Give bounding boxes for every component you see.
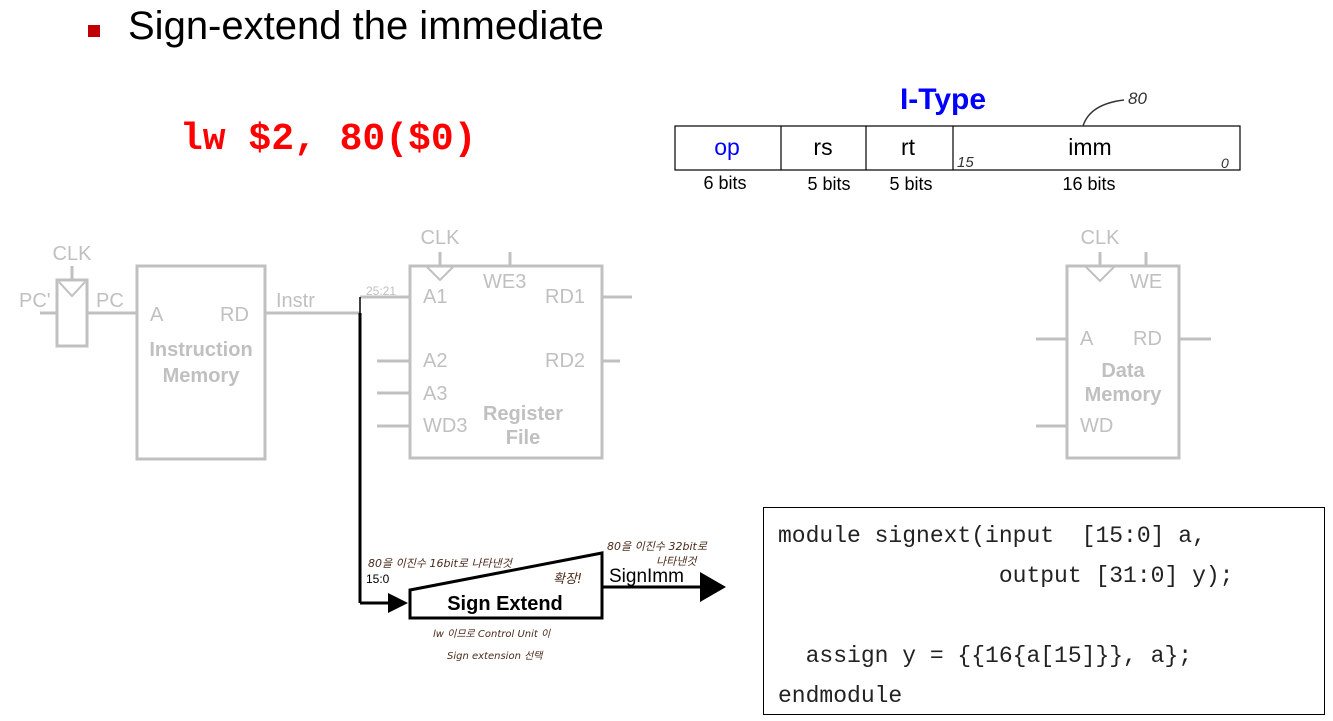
slide-heading: Sign-extend the immediate [128, 4, 604, 48]
note-below-2: Sign extension 선택 [447, 650, 544, 662]
note-input: 80을 이진수 16bit로 나타낸것 [368, 557, 514, 570]
rf-we3-label: WE3 [483, 271, 526, 293]
datapath-gray [40, 252, 1211, 461]
note-output-1: 80을 이진수 32bit로 [607, 540, 708, 553]
annotation-15: 15 [957, 154, 974, 171]
pc-in-label: PC' [19, 290, 51, 312]
bits-rs: 5 bits [807, 174, 850, 194]
rf-a2-label: A2 [423, 350, 447, 372]
imem-a-label: A [150, 304, 164, 326]
bits-imm: 16 bits [1062, 174, 1115, 194]
handwritten-notes: 80을 이진수 16bit로 나타낸것 확장! 80을 이진수 32bit로 나… [368, 540, 708, 662]
instr-label: Instr [276, 290, 315, 312]
imem-name-2: Memory [163, 365, 241, 387]
pc-out-label: PC [96, 290, 124, 312]
itype-title: I-Type [900, 83, 986, 116]
dm-a-label: A [1080, 328, 1094, 350]
rf-clk-label: CLK [421, 227, 461, 249]
field-rs: rs [813, 134, 832, 160]
annotation-arrow [1082, 99, 1125, 127]
field-imm: imm [1068, 134, 1111, 160]
pc-clk-label: CLK [53, 243, 93, 265]
datapath-labels: CLK PC' PC A RD Instruction Memory Instr… [19, 227, 1162, 449]
instruction-text: lw $2, 80($0) [180, 118, 477, 161]
note-output-2: 나타낸것 [656, 555, 698, 568]
itype-box [674, 125, 1241, 171]
sign-extend-path: Sign Extend 15:0 SignImm [358, 313, 726, 620]
sign-extend-label: Sign Extend [447, 593, 563, 615]
field-op: op [714, 134, 740, 160]
rf-name-2: File [506, 427, 540, 449]
rf-rd2-label: RD2 [545, 350, 585, 372]
verilog-code: module signext(input [15:0] a, output [3… [764, 508, 1324, 716]
bits-rt: 5 bits [889, 174, 932, 194]
code-line-2: output [31:0] y); [778, 563, 1234, 589]
code-line-5: endmodule [778, 683, 903, 709]
rf-rd1-label: RD1 [545, 286, 585, 308]
verilog-code-box: module signext(input [15:0] a, output [3… [763, 507, 1325, 715]
dm-name-2: Memory [1085, 384, 1163, 406]
rf-field-label: 25:21 [366, 284, 396, 298]
dm-clk-label: CLK [1081, 227, 1121, 249]
rf-a1-label: A1 [423, 286, 447, 308]
dm-we-label: WE [1130, 271, 1162, 293]
imem-name-1: Instruction [149, 339, 252, 361]
pc-register [55, 278, 89, 348]
annotation-0: 0 [1221, 155, 1229, 171]
imem-rd-label: RD [220, 304, 249, 326]
code-line-4: assign y = {{16{a[15]}}, a}; [778, 643, 1193, 669]
note-extend: 확장! [553, 572, 582, 587]
instruction-memory [135, 264, 267, 461]
dm-wd-label: WD [1080, 415, 1113, 437]
dm-rd-label: RD [1133, 328, 1162, 350]
signext-in-field: 15:0 [366, 572, 390, 586]
field-rt: rt [901, 134, 916, 160]
annotation-80: 80 [1128, 89, 1147, 108]
signimm-label: SignImm [609, 566, 684, 587]
rf-name-1: Register [483, 403, 563, 425]
itype-format: I-Type op rs rt imm 6 bits 5 bits 5 bits… [674, 83, 1241, 194]
dm-name-1: Data [1101, 360, 1145, 382]
note-below-1: lw 이므로 Control Unit 이 [433, 628, 551, 640]
code-line-1: module signext(input [15:0] a, [778, 523, 1206, 549]
data-memory [1065, 264, 1181, 460]
bullet-marker [88, 25, 100, 37]
sign-extend-unit [408, 551, 604, 620]
rf-wd3-label: WD3 [423, 415, 467, 437]
rf-a3-label: A3 [423, 383, 447, 405]
bits-op: 6 bits [703, 173, 746, 193]
